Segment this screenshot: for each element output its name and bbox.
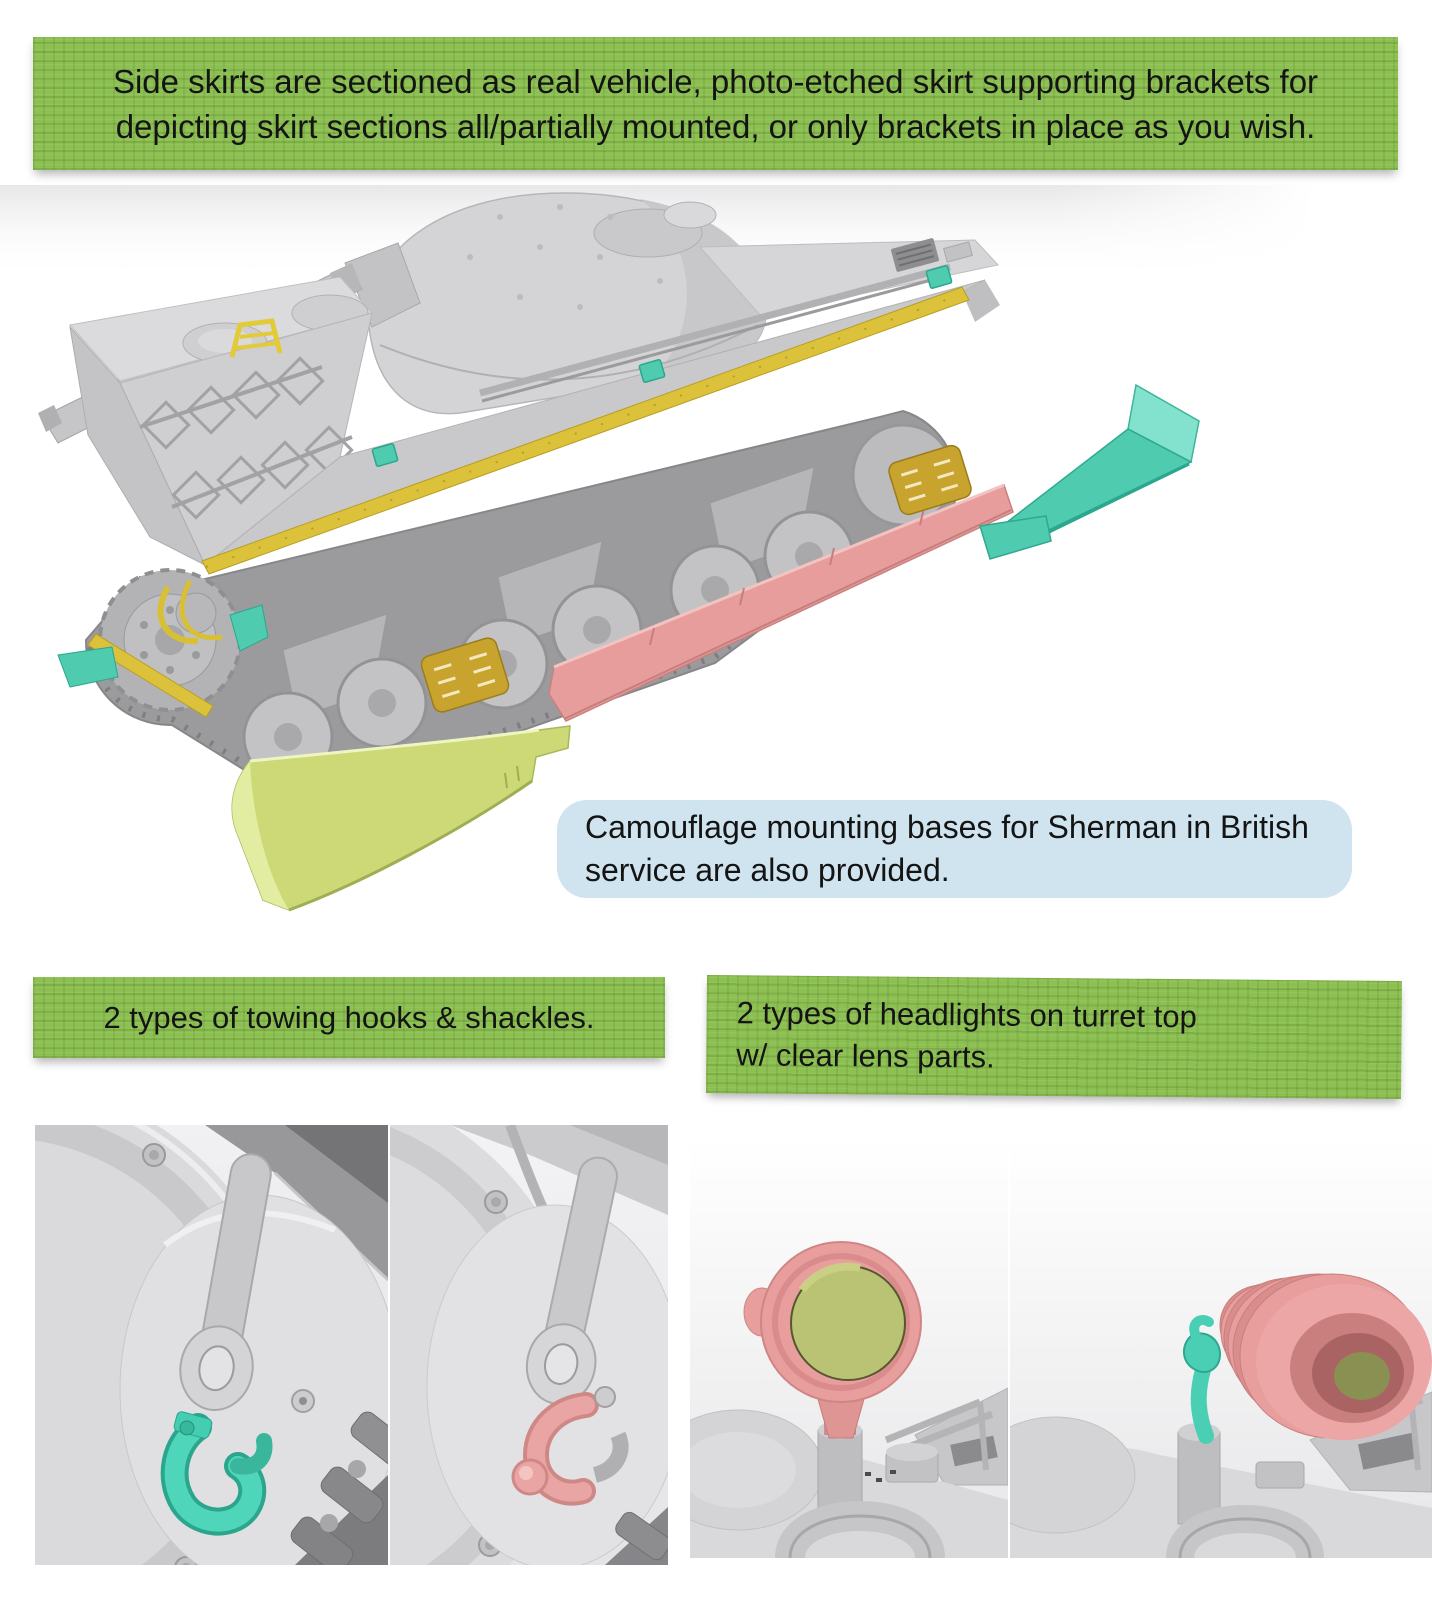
hull-plate bbox=[450, 1125, 668, 1215]
teal-toe-bracket bbox=[57, 646, 119, 688]
bolt-specks bbox=[865, 1470, 896, 1482]
pe-bracket-plate-rear bbox=[888, 444, 972, 516]
skirt-end-piece-teal bbox=[979, 515, 1052, 560]
rear-plate bbox=[962, 280, 1000, 322]
headlight-guarded-photo bbox=[1010, 1140, 1432, 1558]
track-links-corner bbox=[605, 1507, 668, 1565]
roof-dome bbox=[1010, 1416, 1136, 1534]
headlights-banner-line2: w/ clear lens parts. bbox=[736, 1037, 995, 1075]
grey-hook-behind bbox=[592, 1431, 629, 1483]
headlights-banner: 2 types of headlights on turret top w/ c… bbox=[705, 975, 1402, 1100]
render-background-fade bbox=[1050, 185, 1315, 280]
tank-turret bbox=[367, 192, 768, 415]
yellow-tiedown-cradle bbox=[229, 318, 283, 358]
lifting-ring bbox=[1166, 1505, 1324, 1558]
teal-lever-part bbox=[1183, 1315, 1222, 1444]
engine-grille bbox=[891, 238, 939, 272]
teal-bracket-squares bbox=[371, 265, 953, 467]
spare-track-rack bbox=[139, 356, 354, 520]
tank-render-figure bbox=[0, 185, 1315, 912]
turret-hatch bbox=[663, 201, 717, 229]
teal-wedge-bracket bbox=[229, 604, 269, 652]
callout-bubble: Camouflage mounting bases for Sherman in… bbox=[557, 800, 1352, 898]
callout-line2: service are also provided. bbox=[585, 852, 950, 888]
top-banner: Side skirts are sectioned as real vehicl… bbox=[33, 37, 1398, 170]
gun-muzzle bbox=[38, 405, 62, 432]
teal-towing-hook bbox=[160, 1411, 273, 1536]
towing-banner-text: 2 types of towing hooks & shackles. bbox=[103, 999, 595, 1035]
vision-slot bbox=[1357, 1432, 1421, 1470]
towing-hook-photo bbox=[35, 1125, 388, 1565]
track-links-corner bbox=[290, 1411, 388, 1565]
headlight-lens bbox=[1334, 1352, 1390, 1400]
skirt-section-teal bbox=[979, 383, 1200, 560]
lifting-ring bbox=[775, 1501, 945, 1558]
towing-eye-bracket bbox=[179, 1153, 272, 1412]
top-banner-line2: depicting skirt sections all/partially m… bbox=[115, 107, 1316, 145]
pink-towing-shackle bbox=[511, 1392, 599, 1506]
round-headlight bbox=[743, 1241, 922, 1403]
top-banner-line1: Side skirts are sectioned as real vehicl… bbox=[112, 62, 1319, 100]
skirt-section-pink bbox=[548, 483, 1014, 722]
skirt-section-chartreuse bbox=[231, 725, 571, 912]
towing-banner: 2 types of towing hooks & shackles. bbox=[33, 977, 665, 1058]
skirt-rail-yellow bbox=[87, 286, 970, 718]
turret-casting-rivets bbox=[467, 204, 663, 310]
headlights-banner-line1: 2 types of headlights on turret top bbox=[736, 995, 1197, 1035]
ribbed-headlight bbox=[1219, 1273, 1432, 1440]
roof-cylinder bbox=[1255, 1461, 1305, 1489]
towing-eye-bracket bbox=[525, 1156, 618, 1405]
pe-bracket-plate-front bbox=[420, 637, 510, 713]
callout-line1: Camouflage mounting bases for Sherman in… bbox=[585, 809, 1309, 845]
sponson-tarp-roll bbox=[479, 263, 951, 397]
towing-shackle-photo bbox=[390, 1125, 668, 1565]
headlight-round-photo bbox=[690, 1140, 1008, 1558]
yellow-strap bbox=[157, 579, 223, 645]
